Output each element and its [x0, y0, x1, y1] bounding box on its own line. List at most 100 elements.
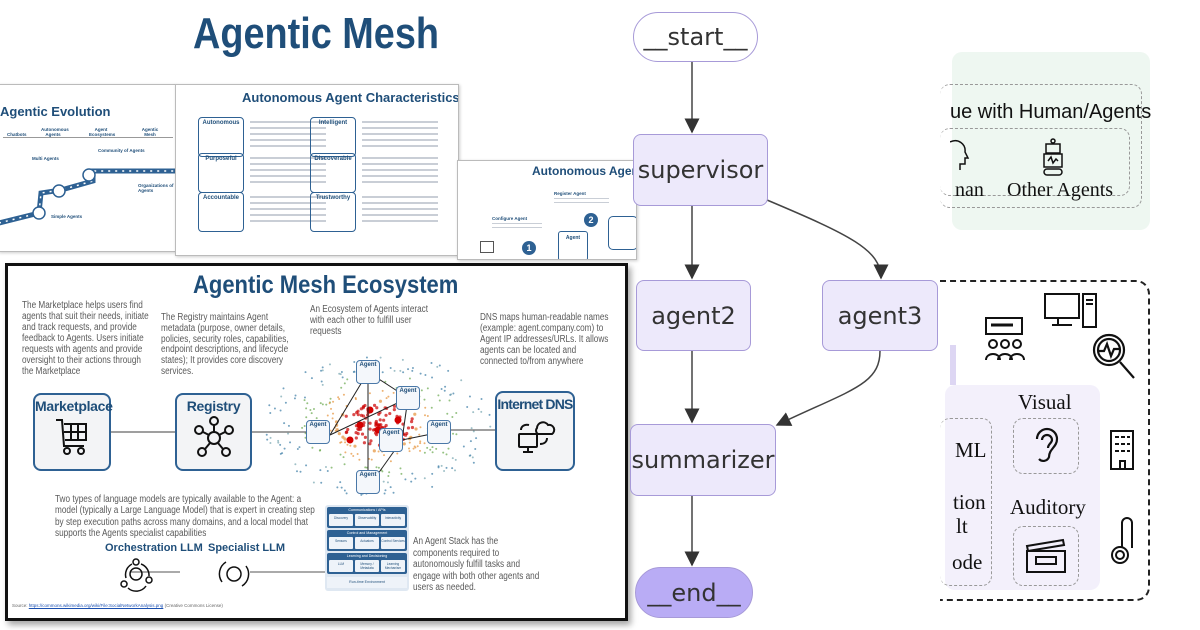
network-dot	[279, 452, 282, 455]
agent-node: Agent	[356, 360, 380, 384]
stack-cell: Discovery	[329, 514, 353, 526]
node-agent3[interactable]: agent3	[822, 280, 938, 351]
network-dot	[293, 397, 296, 400]
network-dot	[472, 411, 475, 414]
network-dot	[426, 446, 429, 449]
network-dot	[365, 356, 368, 359]
network-dot	[378, 418, 382, 422]
building-icon	[1110, 430, 1134, 470]
stack-row-title: Learning and Decisioning	[346, 554, 388, 558]
network-dot	[423, 442, 426, 445]
network-dot	[406, 426, 411, 430]
source-link[interactable]: https://commons.wikimedia.org/wiki/File:…	[28, 603, 164, 608]
network-dot	[319, 449, 322, 452]
node-start[interactable]: __start__	[633, 12, 758, 62]
network-dot	[381, 470, 384, 473]
network-dot	[407, 368, 410, 371]
network-dot	[363, 435, 368, 440]
network-dot	[423, 477, 426, 480]
node-agent2[interactable]: agent2	[636, 280, 751, 351]
network-dot	[269, 441, 272, 444]
network-dot	[402, 371, 405, 374]
network-dot	[284, 401, 287, 404]
network-dot	[310, 377, 313, 380]
network-dot	[332, 412, 335, 415]
network-dot	[447, 447, 450, 450]
network-dot	[431, 472, 434, 475]
network-dot	[342, 393, 345, 396]
node-summarizer[interactable]: summarizer	[630, 424, 776, 496]
network-dot	[345, 492, 348, 495]
network-dot	[279, 409, 282, 412]
ml-label: ML	[955, 438, 987, 462]
main-title: Agentic Mesh	[193, 9, 440, 58]
network-dot	[431, 446, 434, 449]
network-dot	[370, 458, 373, 461]
ecosystem-network	[110, 356, 495, 573]
human-head-icon	[950, 140, 970, 170]
node-end[interactable]: __end__	[635, 567, 753, 618]
network-dot	[462, 445, 465, 448]
network-dot	[431, 451, 434, 454]
network-dot	[342, 456, 345, 459]
thermometer-icon	[1111, 517, 1133, 564]
evolution-track	[0, 168, 175, 226]
network-dot	[385, 397, 388, 400]
network-dot	[452, 392, 455, 395]
network-dot	[282, 387, 285, 390]
network-dot	[311, 446, 314, 449]
network-dot	[445, 453, 448, 456]
interaction-title: ue with Human/Agents	[950, 101, 1152, 123]
network-dot	[426, 414, 429, 417]
network-dot	[320, 481, 323, 484]
network-dot	[299, 470, 302, 473]
network-dot	[280, 395, 283, 398]
network-dot	[480, 397, 483, 400]
network-dot	[344, 430, 348, 435]
network-dot	[383, 492, 386, 495]
desktop-computer-icon	[1044, 293, 1097, 328]
network-dot	[265, 433, 268, 436]
network-dot	[354, 397, 357, 400]
network-dot	[331, 417, 334, 420]
network-dot	[419, 442, 422, 445]
network-dot	[379, 356, 382, 359]
network-dot	[378, 399, 383, 403]
network-dot	[341, 376, 344, 379]
registry-description: The Registry maintains Agent metadata (p…	[161, 312, 289, 377]
evolution-item: Organizations of Agents	[138, 183, 174, 193]
slide-agent-registration: Autonomous Agent Re Configure Agent Regi…	[457, 160, 637, 260]
network-dot	[455, 433, 458, 436]
dns-description: DNS maps human-readable names (example: …	[480, 312, 609, 367]
agent-node: Agent	[379, 428, 403, 452]
step-number: 1	[522, 241, 536, 255]
node-supervisor[interactable]: supervisor	[633, 134, 768, 206]
network-dot	[334, 429, 337, 432]
network-dot	[309, 409, 312, 412]
network-dot	[319, 402, 322, 405]
slide-title: Autonomous Agent Re	[532, 164, 636, 178]
network-dot	[362, 441, 367, 445]
network-dot	[277, 439, 280, 442]
network-dot	[399, 369, 402, 372]
evolution-item: Multi Agents	[32, 156, 59, 161]
network-dot	[393, 369, 396, 372]
evolution-item: Community of Agents	[98, 148, 145, 153]
shopping-cart-icon	[56, 419, 87, 455]
network-dot	[411, 366, 414, 369]
ear-icon	[1035, 427, 1059, 462]
network-dot	[338, 372, 341, 375]
network-dot	[409, 420, 414, 424]
network-dot	[303, 424, 306, 427]
network-dot	[375, 466, 378, 469]
stack-cell: Actuators	[355, 537, 379, 549]
network-dot	[283, 447, 286, 450]
network-dot	[447, 369, 450, 372]
network-dot	[426, 387, 429, 390]
clapperboard-icon	[1025, 538, 1066, 573]
network-dot	[363, 403, 367, 408]
network-dot	[287, 432, 290, 435]
network-dot	[423, 414, 426, 417]
network-dot	[353, 360, 356, 363]
magnifier-waveform-icon	[1092, 333, 1135, 379]
